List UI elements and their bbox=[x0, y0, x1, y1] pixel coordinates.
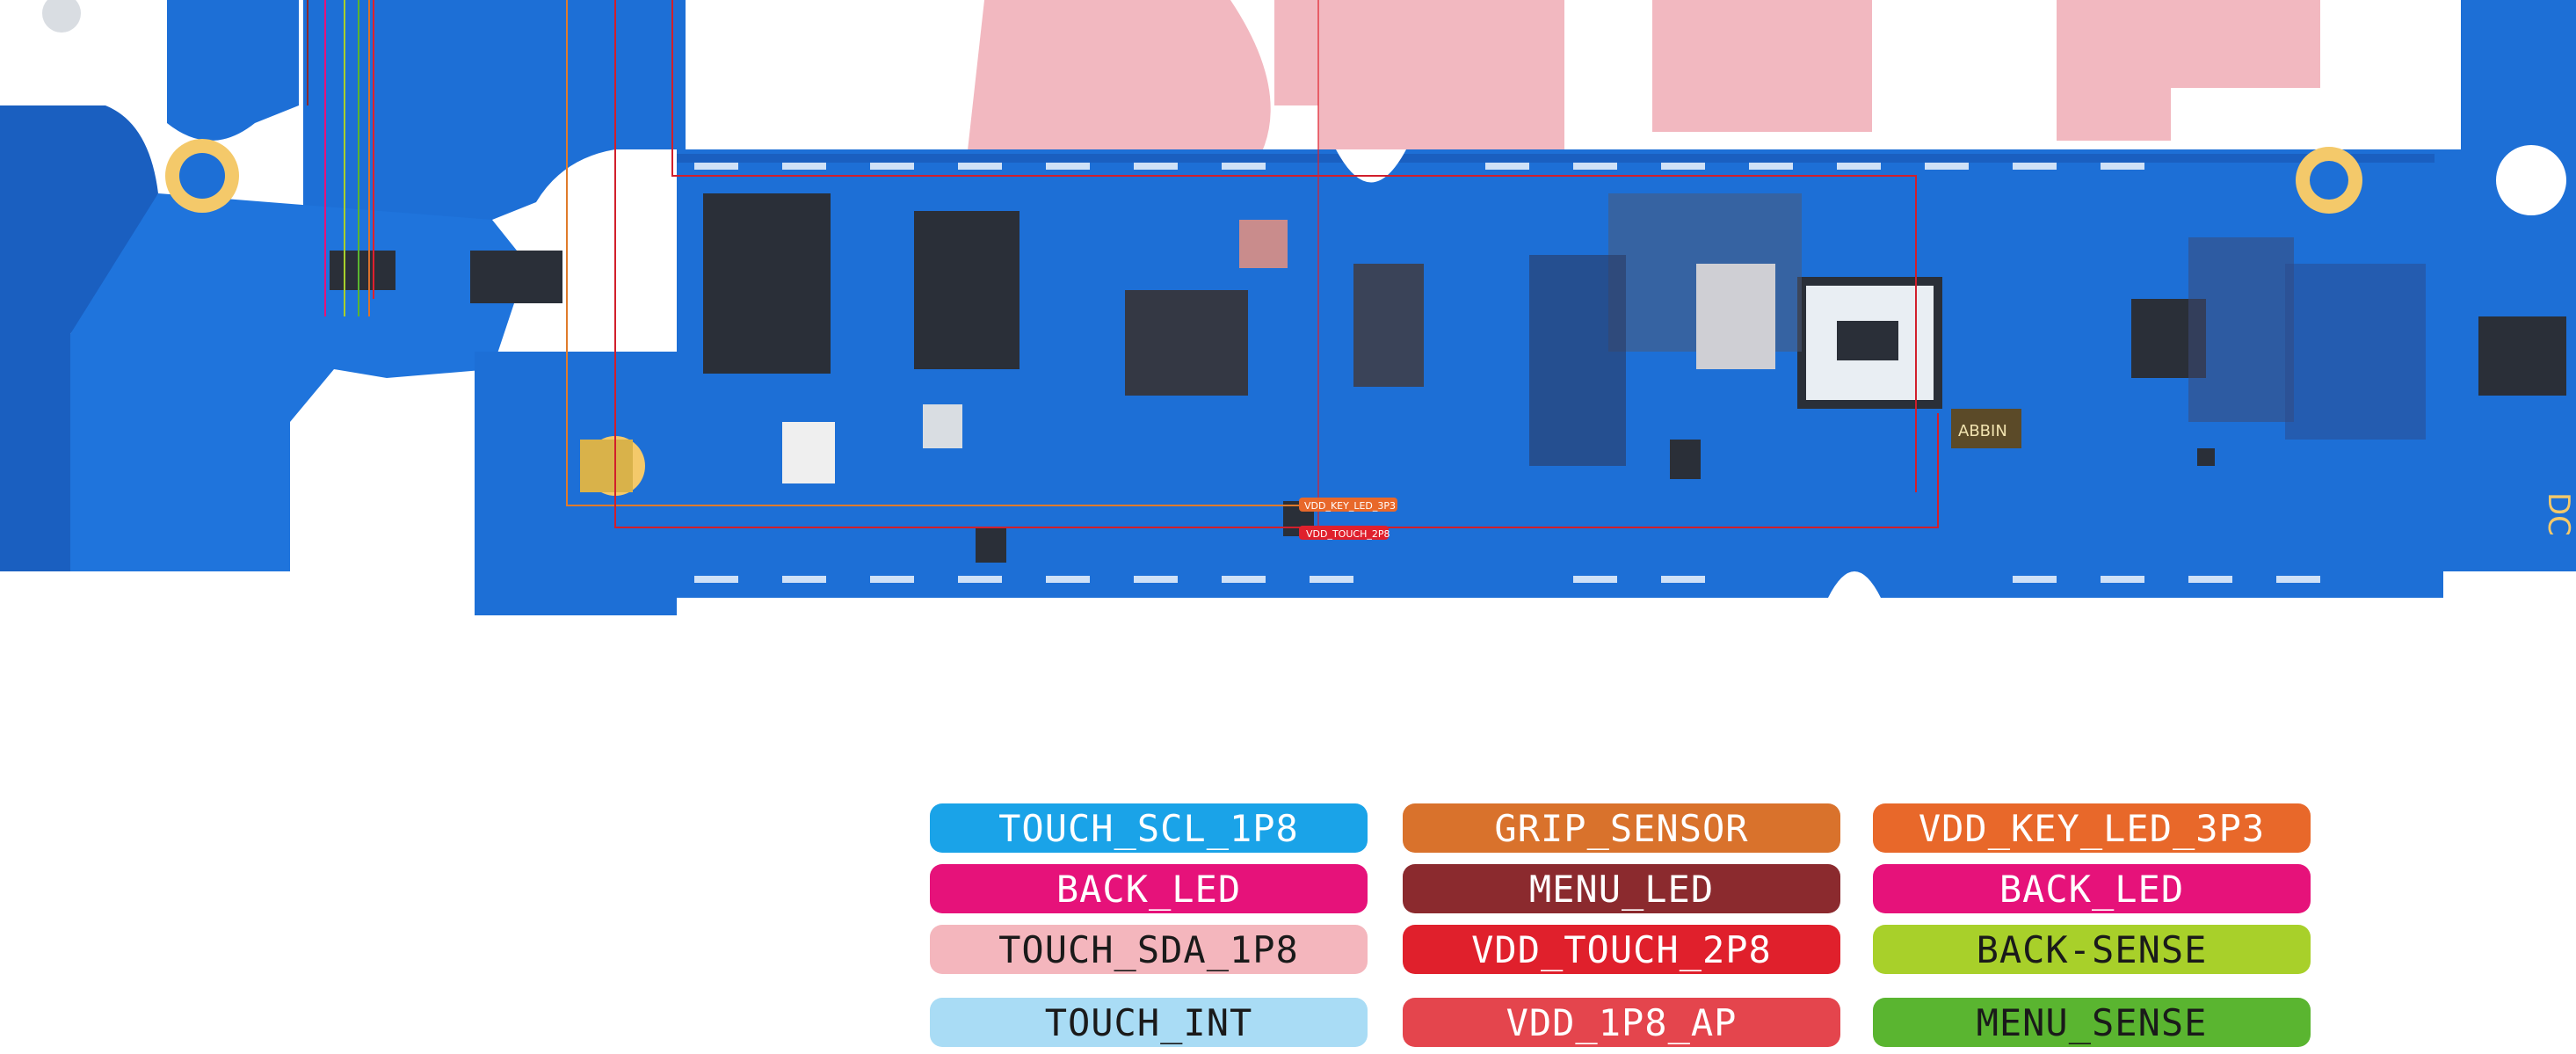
legend-item-touch-scl: TOUCH_SCL_1P8 bbox=[930, 803, 1368, 853]
legend-item-back-led-2: BACK_LED bbox=[1873, 864, 2311, 913]
legend-item-menu-led: MENU_LED bbox=[1403, 864, 1840, 913]
legend-item-vdd-touch: VDD_TOUCH_2P8 bbox=[1403, 925, 1840, 974]
chip-marking: ABBIN bbox=[1958, 422, 2007, 440]
probe-traces bbox=[307, 0, 1939, 528]
probe-tag-vdd-touch: VDD_TOUCH_2P8 bbox=[1299, 526, 1390, 540]
svg-text:VDD_TOUCH_2P8: VDD_TOUCH_2P8 bbox=[1306, 528, 1390, 540]
pcb-main-section: ABBIN bbox=[585, 0, 2576, 598]
legend-item-vdd-key-led: VDD_KEY_LED_3P3 bbox=[1873, 803, 2311, 853]
pcb-board-image: ABBIN bbox=[0, 0, 2576, 615]
legend-item-back-led: BACK_LED bbox=[930, 864, 1368, 913]
svg-text:VDD_KEY_LED_3P3: VDD_KEY_LED_3P3 bbox=[1304, 500, 1396, 512]
flex-connector bbox=[330, 251, 633, 492]
legend-item-back-sense: BACK-SENSE bbox=[1873, 925, 2311, 974]
legend-item-grip-sensor: GRIP_SENSOR bbox=[1403, 803, 1840, 853]
legend-item-vdd-1p8-ap: VDD_1P8_AP bbox=[1403, 998, 1840, 1047]
legend-item-touch-sda: TOUCH_SDA_1P8 bbox=[930, 925, 1368, 974]
legend-item-menu-sense: MENU_SENSE bbox=[1873, 998, 2311, 1047]
pcb-left-section bbox=[0, 0, 686, 615]
probe-tag-vdd-key-led: VDD_KEY_LED_3P3 bbox=[1299, 498, 1397, 512]
legend-item-touch-int: TOUCH_INT bbox=[930, 998, 1368, 1047]
board-edge-text: DC bbox=[2541, 492, 2576, 536]
